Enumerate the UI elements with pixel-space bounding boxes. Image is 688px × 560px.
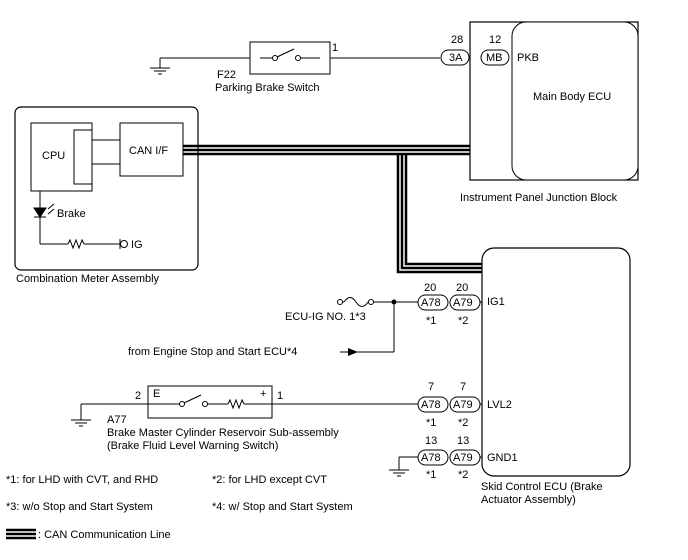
resistor-icon [67,238,85,250]
note-1: *1: for LHD with CVT, and RHD [6,474,158,486]
gnd1-signal: GND1 [487,452,518,464]
fuse-icon [343,297,369,307]
reservoir-term-plus: + [260,388,266,400]
gnd1-conn-a: A78 [421,452,441,464]
note-3: *3: w/o Stop and Start System [6,501,153,513]
ig1-conn-a: A78 [421,297,441,309]
ig1-conn-b: A79 [453,297,473,309]
fuse-label: ECU-IG NO. 1*3 [285,311,366,323]
reservoir-pin-right: 1 [277,390,283,402]
note-2: *2: for LHD except CVT [212,474,327,486]
meter-name: Combination Meter Assembly [16,273,160,285]
lvl2-pin-b: 7 [460,381,466,393]
lvl2-note-b: *2 [458,417,468,429]
reservoir-code: A77 [107,414,127,426]
parking-switch-code: F22 [217,69,236,81]
reservoir-pin-left: 2 [135,390,141,402]
gnd1-note-b: *2 [458,469,468,481]
junction-block: Main Body ECU Instrument Panel Junction … [440,21,639,204]
jb-signal-pkb: PKB [517,52,539,64]
jb-conn1-label: 3A [449,52,463,64]
parking-switch-pin: 1 [332,42,338,54]
ig1-pin-a: 20 [424,282,436,294]
brake-label: Brake [57,208,86,220]
combination-meter: CPU CAN I/F Brake IG Combination Meter A… [14,106,199,285]
lvl2-note-a: *1 [426,417,436,429]
skid-ecu-name-2: Actuator Assembly) [481,494,576,506]
ig1-note-a: *1 [426,315,436,327]
reservoir-term-e: E [153,388,160,400]
jb-conn1-pin: 28 [451,34,463,46]
main-body-ecu-label: Main Body ECU [533,91,611,103]
can-if-label: CAN I/F [129,145,168,157]
ig-label: IG [131,239,143,251]
lvl2-conn-b: A79 [453,399,473,411]
jb-conn2-pin: 12 [489,34,501,46]
arrow-right-icon [348,348,358,356]
footnotes: *1: for LHD with CVT, and RHD *2: for LH… [6,474,353,513]
ig1-pin-b: 20 [456,282,468,294]
note-4: *4: w/ Stop and Start System [212,501,353,513]
jb-conn2 [480,49,510,66]
parking-brake-switch: 1 F22 Parking Brake Switch [150,41,440,94]
jb-conn1 [440,49,470,66]
lvl2-conn-a: A78 [421,399,441,411]
fuse-ecu-ig: ECU-IG NO. 1*3 [285,297,418,352]
reservoir-name-2: (Brake Fluid Level Warning Switch) [107,440,278,452]
parking-switch-name: Parking Brake Switch [215,82,320,94]
engine-ecu-label: from Engine Stop and Start ECU*4 [128,346,297,358]
resistor-icon [227,398,245,410]
gnd1-pin-a: 13 [425,435,437,447]
gnd1-note-a: *1 [426,469,436,481]
lvl2-signal: LVL2 [487,399,512,411]
lvl2-pin-a: 7 [428,381,434,393]
gnd1-pin-b: 13 [457,435,469,447]
can-bus [183,144,482,274]
jb-conn2-label: MB [486,52,503,64]
ig1-note-b: *2 [458,315,468,327]
legend: : CAN Communication Line [6,528,171,541]
reservoir-switch: E + 2 1 A77 Brake Master Cylinder Reserv… [71,385,418,452]
led-icon [33,207,47,218]
ig1-signal: IG1 [487,296,505,308]
reservoir-name-1: Brake Master Cylinder Reservoir Sub-asse… [107,427,339,439]
junction-block-name: Instrument Panel Junction Block [460,192,618,204]
engine-ecu-input: from Engine Stop and Start ECU*4 [128,346,394,358]
gnd1-conn-b: A79 [453,452,473,464]
skid-control-ecu: Skid Control ECU (Brake Actuator Assembl… [389,247,631,506]
main-body-ecu [511,21,639,181]
cpu-label: CPU [42,150,65,162]
legend-can-label: : CAN Communication Line [38,529,171,541]
skid-ecu-name-1: Skid Control ECU (Brake [481,481,603,493]
